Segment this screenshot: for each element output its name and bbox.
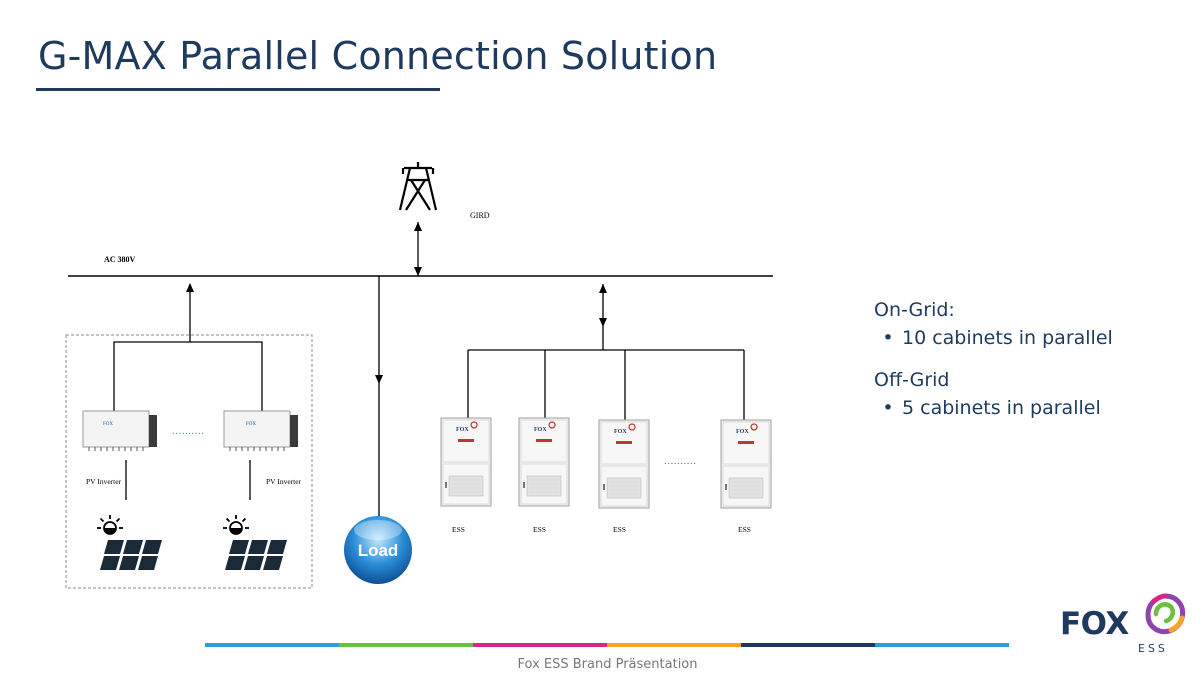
svg-text:FOX: FOX bbox=[456, 427, 469, 433]
grid-label: GIRD bbox=[470, 211, 490, 220]
footer-bar-segment bbox=[607, 643, 741, 647]
svg-text:Load: Load bbox=[358, 541, 399, 560]
svg-text:ESS: ESS bbox=[452, 525, 465, 534]
off-grid-item: 5 cabinets in parallel bbox=[902, 397, 1101, 419]
svg-text:ESS: ESS bbox=[738, 525, 751, 534]
load-icon: Load bbox=[344, 516, 412, 584]
footer-text: Fox ESS Brand Präsentation bbox=[517, 657, 698, 672]
logo-swirl-icon bbox=[1145, 593, 1186, 635]
svg-text:ESS: ESS bbox=[533, 525, 546, 534]
logo-text: FOX bbox=[1060, 606, 1129, 642]
svg-text:PV Inverter: PV Inverter bbox=[86, 477, 122, 486]
pv-group-boundary bbox=[65, 334, 313, 589]
off-grid-note: Off-Grid • 5 cabinets in parallel bbox=[874, 366, 1184, 422]
page-title: G-MAX Parallel Connection Solution bbox=[38, 34, 718, 78]
pv-branch bbox=[113, 341, 263, 411]
footer-bar-segment bbox=[473, 643, 607, 647]
list-item: • 5 cabinets in parallel bbox=[874, 394, 1184, 422]
fox-ess-logo: FOX ESS bbox=[1060, 592, 1190, 662]
solar-panel-icon bbox=[222, 514, 287, 570]
svg-text:FOX: FOX bbox=[103, 422, 113, 427]
list-item: • 10 cabinets in parallel bbox=[874, 324, 1184, 352]
svg-text:ESS: ESS bbox=[613, 525, 626, 534]
footer-bar-segment bbox=[741, 643, 875, 647]
bullet-icon: • bbox=[882, 327, 894, 349]
pv-inverter: FOX PV Inverter bbox=[223, 410, 302, 500]
off-grid-heading: Off-Grid bbox=[874, 369, 950, 391]
footer-bar-segment bbox=[339, 643, 473, 647]
svg-text:PV Inverter: PV Inverter bbox=[266, 477, 302, 486]
ess-cabinet: FOX ESS bbox=[518, 417, 570, 534]
svg-text:FOX: FOX bbox=[614, 429, 627, 435]
ess-cabinet: FOX ESS bbox=[720, 419, 772, 534]
svg-text:FOX: FOX bbox=[246, 422, 256, 427]
svg-text:FOX: FOX bbox=[736, 429, 749, 435]
pv-inverter: FOX PV Inverter bbox=[82, 410, 158, 500]
ess-cabinet: FOX ESS bbox=[598, 419, 650, 534]
arrow-up-icon bbox=[414, 222, 422, 231]
footer-bar-segment bbox=[875, 643, 1009, 647]
footer-bar-segment bbox=[205, 643, 339, 647]
arrow-down-icon bbox=[414, 267, 422, 276]
on-grid-item: 10 cabinets in parallel bbox=[902, 327, 1113, 349]
on-grid-heading: On-Grid: bbox=[874, 299, 955, 321]
arrow-down-icon bbox=[599, 318, 607, 327]
svg-text:FOX: FOX bbox=[534, 427, 547, 433]
arrow-up-icon bbox=[186, 283, 194, 292]
system-diagram: GIRD AC 380V FOX PV Inverter .......... … bbox=[65, 162, 773, 589]
notes-panel: On-Grid: • 10 cabinets in parallel Off-G… bbox=[874, 296, 1184, 436]
grid-tower-icon bbox=[398, 162, 438, 211]
on-grid-note: On-Grid: • 10 cabinets in parallel bbox=[874, 296, 1184, 352]
bus-label: AC 380V bbox=[104, 255, 136, 264]
bullet-icon: • bbox=[882, 397, 894, 419]
ess-cabinet: FOX ESS bbox=[440, 417, 492, 534]
logo-subtext: ESS bbox=[1138, 642, 1168, 655]
arrow-up-icon bbox=[599, 284, 607, 293]
solar-panel-icon bbox=[96, 514, 162, 570]
arrow-down-icon bbox=[375, 375, 383, 384]
more-indicator: .......... bbox=[664, 455, 697, 467]
more-indicator: .......... bbox=[172, 425, 205, 437]
title-underline bbox=[36, 88, 440, 91]
footer-color-bar bbox=[205, 643, 1009, 647]
